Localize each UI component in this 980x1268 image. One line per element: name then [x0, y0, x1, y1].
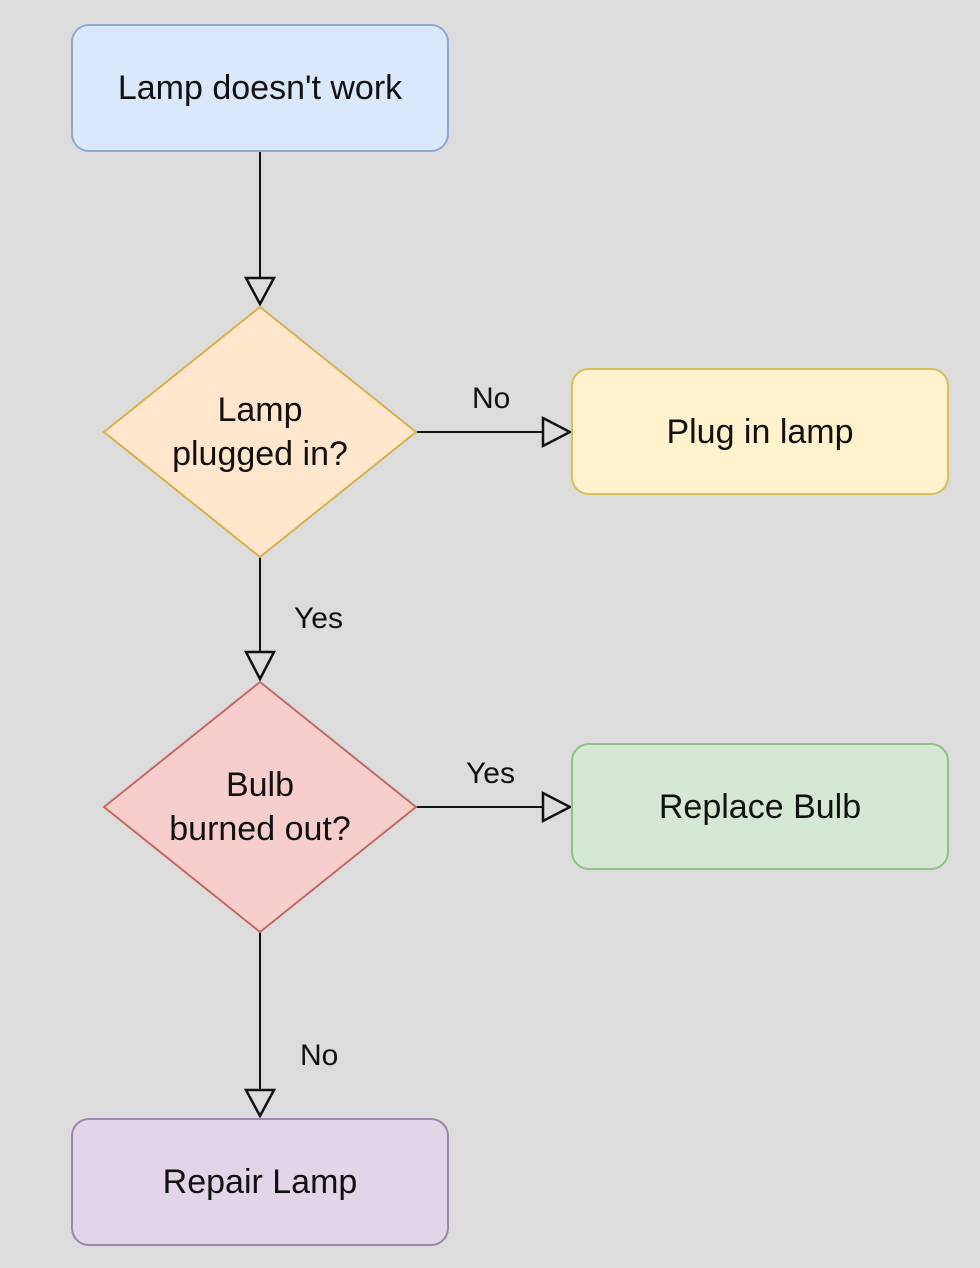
node-bulb-label: Bulb burned out?: [169, 766, 351, 848]
node-start-label: Lamp doesn't work: [117, 69, 403, 107]
node-replace-label: Replace Bulb: [658, 787, 862, 826]
node-plugged-shape: [102, 305, 418, 559]
node-replace-shape: [571, 743, 949, 870]
arrowhead-down-icon: [243, 1088, 277, 1119]
edge-label-plugged-no: No: [472, 382, 511, 415]
arrowheads: [243, 276, 573, 1119]
node-plug-in-label: Plug in lamp: [666, 412, 854, 451]
node-start-shape: [71, 24, 449, 152]
arrowhead-right-icon: [541, 415, 573, 449]
arrowhead-right-icon: [541, 790, 573, 824]
node-repair-label: Repair Lamp: [162, 1163, 358, 1201]
node-plugged-label: Lamp plugged in?: [172, 391, 348, 473]
edge-label-plugged-yes: Yes: [294, 602, 343, 635]
node-bulb-shape: [102, 680, 418, 934]
connector-lines: [259, 152, 543, 1090]
arrowhead-down-icon: [243, 650, 277, 682]
arrowhead-down-icon: [243, 276, 277, 307]
node-repair-shape: [71, 1118, 449, 1246]
node-plug-in-shape: [571, 368, 949, 495]
edge-label-bulb-yes: Yes: [466, 757, 515, 790]
edge-label-bulb-no: No: [300, 1039, 339, 1072]
